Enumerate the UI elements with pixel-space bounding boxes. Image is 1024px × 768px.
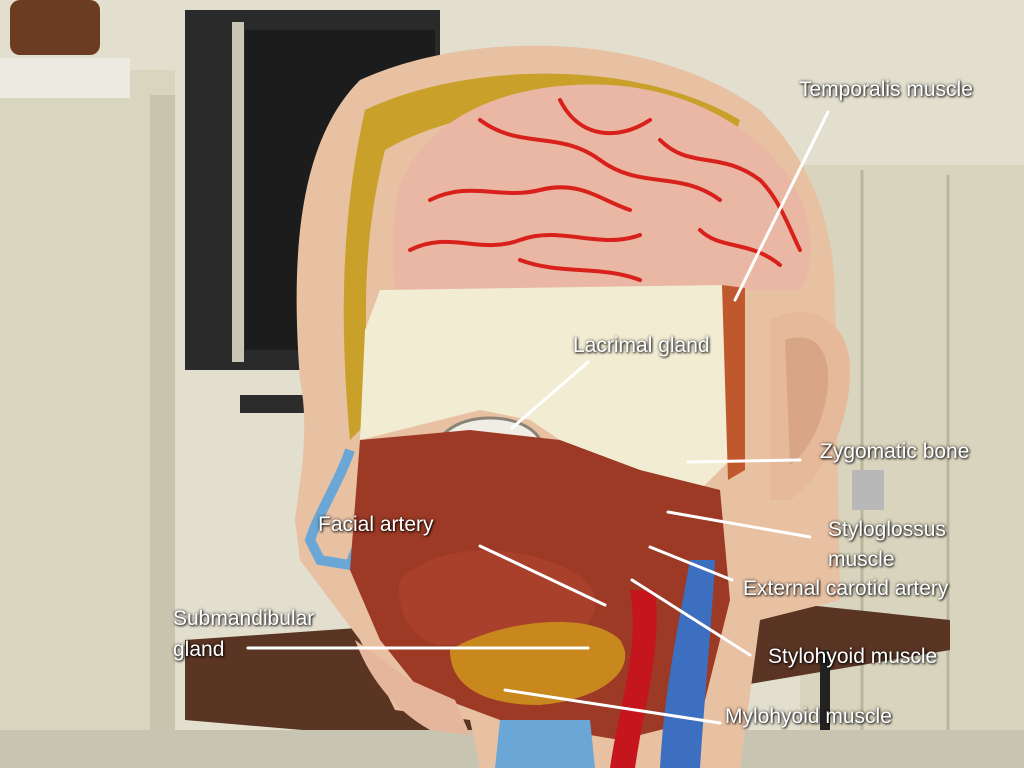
left-cabinet-edge xyxy=(150,95,175,768)
label-lacrimal-gland: Lacrimal gland xyxy=(573,334,710,357)
pointer-mylohyoid xyxy=(503,688,722,725)
monitor-bezel xyxy=(232,22,244,362)
ear-inner xyxy=(785,337,829,465)
skull-bone xyxy=(360,285,730,490)
brain-vessels xyxy=(408,98,802,282)
label-styloglossus-line2: muscle xyxy=(828,548,895,571)
pointer-stylohyoid xyxy=(630,578,752,657)
pointer-external-carotid xyxy=(648,545,734,582)
monitor-stand xyxy=(240,395,315,413)
label-temporalis-muscle: Temporalis muscle xyxy=(799,78,973,101)
nasal-outline xyxy=(304,448,365,571)
temporal-strip xyxy=(722,285,745,480)
tongue xyxy=(399,550,596,645)
submandibular-gland xyxy=(450,621,626,705)
trachea xyxy=(495,720,595,768)
pointer-facial-artery xyxy=(478,544,607,607)
cabinet-handle xyxy=(852,470,884,510)
pointer-lacrimal xyxy=(510,360,590,430)
table-leg xyxy=(820,650,830,768)
brain xyxy=(393,84,811,291)
label-submandibular-line1: Submandibular xyxy=(173,607,315,630)
left-cabinet xyxy=(0,70,175,768)
shelf-object xyxy=(10,0,100,55)
left-cabinet-top xyxy=(0,58,130,98)
label-stylohyoid-muscle: Stylohyoid muscle xyxy=(768,645,938,668)
label-submandibular-line2: gland xyxy=(173,638,225,661)
jaw-skin xyxy=(355,640,470,735)
pointer-temporalis xyxy=(733,110,830,302)
label-mylohyoid-muscle: Mylohyoid muscle xyxy=(725,705,892,728)
label-external-carotid-artery: External carotid artery xyxy=(743,577,949,600)
carotid-artery xyxy=(610,590,657,768)
head-model xyxy=(295,45,850,768)
label-facial-artery: Facial artery xyxy=(318,513,434,536)
label-styloglossus-line1: Styloglossus xyxy=(828,518,946,541)
pointer-lines xyxy=(246,110,830,725)
pointer-styloglossus xyxy=(666,510,812,539)
pointer-zygomatic xyxy=(686,458,802,464)
label-zygomatic-bone: Zygomatic bone xyxy=(820,440,970,463)
